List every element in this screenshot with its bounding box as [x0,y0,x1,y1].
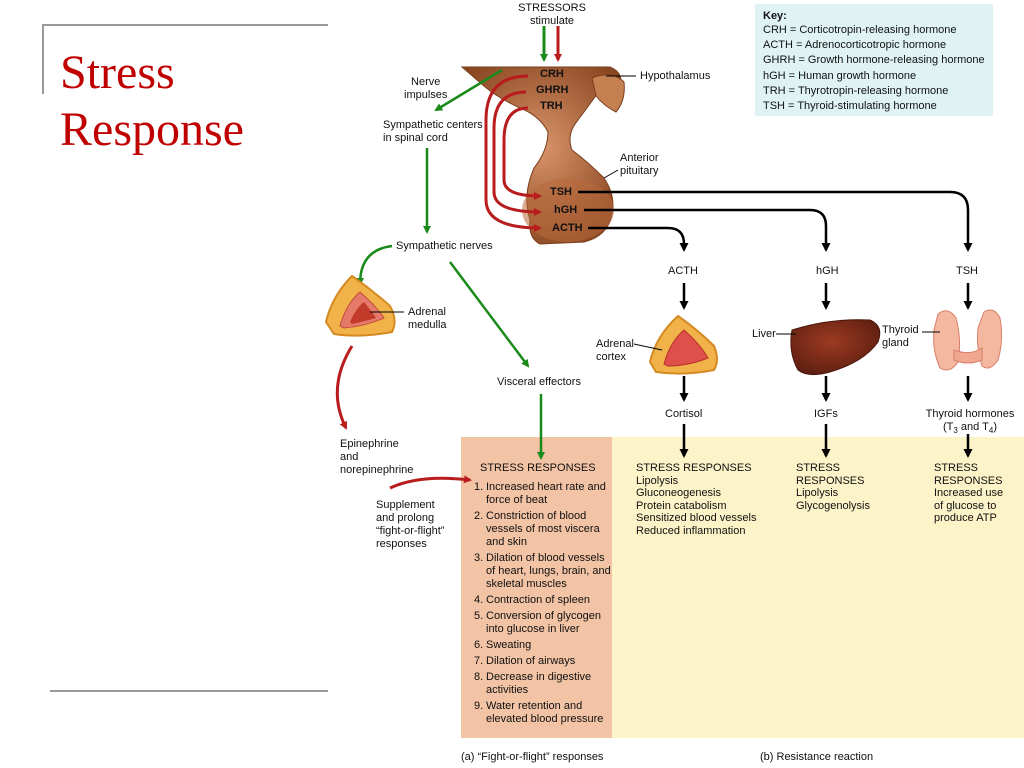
supplement-label: Supplement and prolong “fight-or-flight”… [376,499,445,550]
hormone-ghrh: GHRH [536,84,569,96]
fight-or-flight-panel [461,437,612,738]
anterior-pituitary-label: Anterior pituitary [620,152,659,177]
tsh-column-label: TSH [956,265,978,277]
acth-arrow [588,226,689,252]
hgh-column-label: hGH [816,265,839,277]
key-box: Key: CRH = Corticotropin-releasing hormo… [755,4,993,116]
key-item-hgh: hGH = Human growth hormone [763,69,917,82]
hypothalamus-pituitary-illustration [460,66,625,245]
slide-bottom-rule [50,690,328,692]
nerve-impulses-label: Nerve impulses [404,76,448,101]
nerves-to-medulla-arrow [356,244,393,286]
key-item-crh: CRH = Corticotropin-releasing hormone [763,24,957,36]
slide-title: Stress Response [60,44,244,158]
list-item: 8.Decrease in digestive activities [474,671,592,696]
key-item-acth: ACTH = Adrenocorticotropic hormone [763,39,947,52]
key-item-trh: TRH = Thyrotropin-releasing hormone [763,84,949,97]
adrenal-medulla-label: Adrenal medulla [408,306,447,331]
list-item: 4.Contraction of spleen [474,594,590,606]
acth-column-label: ACTH [668,265,698,277]
epinephrine-to-responses-arrow [389,475,472,490]
title-line-1: Stress [60,46,175,99]
adrenal-cortex-label: Adrenal cortex [596,338,634,363]
crh-to-acth-arrow [484,74,542,232]
visceral-effectors-label: Visceral effectors [497,376,581,388]
key-item-tsh: TSH = Thyroid-stimulating hormone [763,100,937,113]
thyroid-gland-label: Thyroid gland [882,324,919,349]
epinephrine-label: Epinephrine and norepinephrine [340,438,414,476]
sympathetic-centers-label: Sympathetic centers in spinal cord [383,119,483,144]
list-item: 6.Sweating [474,639,532,651]
acth-responses: STRESS RESPONSES Lipolysis Gluconeogenes… [636,462,757,537]
key-title: Key: [763,10,787,22]
stressors-label: STRESSORS stimulate [518,2,586,27]
list-item: 7.Dilation of airways [474,655,576,667]
title-line-2: Response [60,103,244,156]
list-item: 9.Water retention and elevated blood pre… [474,700,604,725]
slide-left-rule [42,24,44,94]
list-item: 3.Dilation of blood vessels of heart, lu… [474,552,611,590]
cortisol-label: Cortisol [665,408,703,420]
medulla-to-epinephrine-arrow [335,345,354,430]
nerves-to-visceral-arrow [449,261,530,368]
thyroid-hormones-label: Thyroid hormones (T3 and T4) [925,408,1015,436]
hormone-hgh: hGH [554,204,578,216]
igfs-label: IGFs [814,408,838,420]
hypothalamus-label: Hypothalamus [640,70,711,82]
ghrh-to-hgh-arrow [492,90,542,216]
key-item-ghrh: GHRH = Growth hormone-releasing hormone [763,54,985,67]
adrenal-medulla-illustration [324,274,404,337]
hormone-crh: CRH [540,68,564,80]
list-item: 5.Conversion of glycogen into glucose in… [474,610,601,635]
list-item: 1.Increased heart rate and force of beat [474,481,606,506]
thyroid-illustration [922,309,1003,371]
fight-flight-heading: STRESS RESPONSES [480,462,596,474]
caption-resistance-reaction: (b) Resistance reaction [760,751,874,763]
resistance-reaction-panel [612,437,1024,738]
hormone-trh: TRH [540,100,563,112]
list-item: 2.Constriction of blood vessels of most … [474,510,600,548]
hgh-responses: STRESS RESPONSES Lipolysis Glycogenolysi… [796,462,870,512]
fight-flight-list: 1.Increased heart rate and force of beat… [474,481,614,729]
hormone-tsh: TSH [550,186,572,198]
hgh-arrow [584,208,831,252]
hormone-acth: ACTH [552,222,583,234]
slide-top-rule [42,24,328,26]
sympathetic-nerves-label: Sympathetic nerves [396,240,493,252]
nerve-impulses-arrow [434,68,503,112]
tsh-arrow [578,190,973,252]
adrenal-cortex-illustration [633,314,718,375]
caption-fight-or-flight: (a) “Fight-or-flight” responses [461,751,604,763]
trh-to-tsh-arrow [502,106,542,200]
liver-illustration [776,319,881,376]
liver-label: Liver [752,328,776,340]
tsh-responses: STRESS RESPONSES Increased use of glucos… [934,462,1004,524]
